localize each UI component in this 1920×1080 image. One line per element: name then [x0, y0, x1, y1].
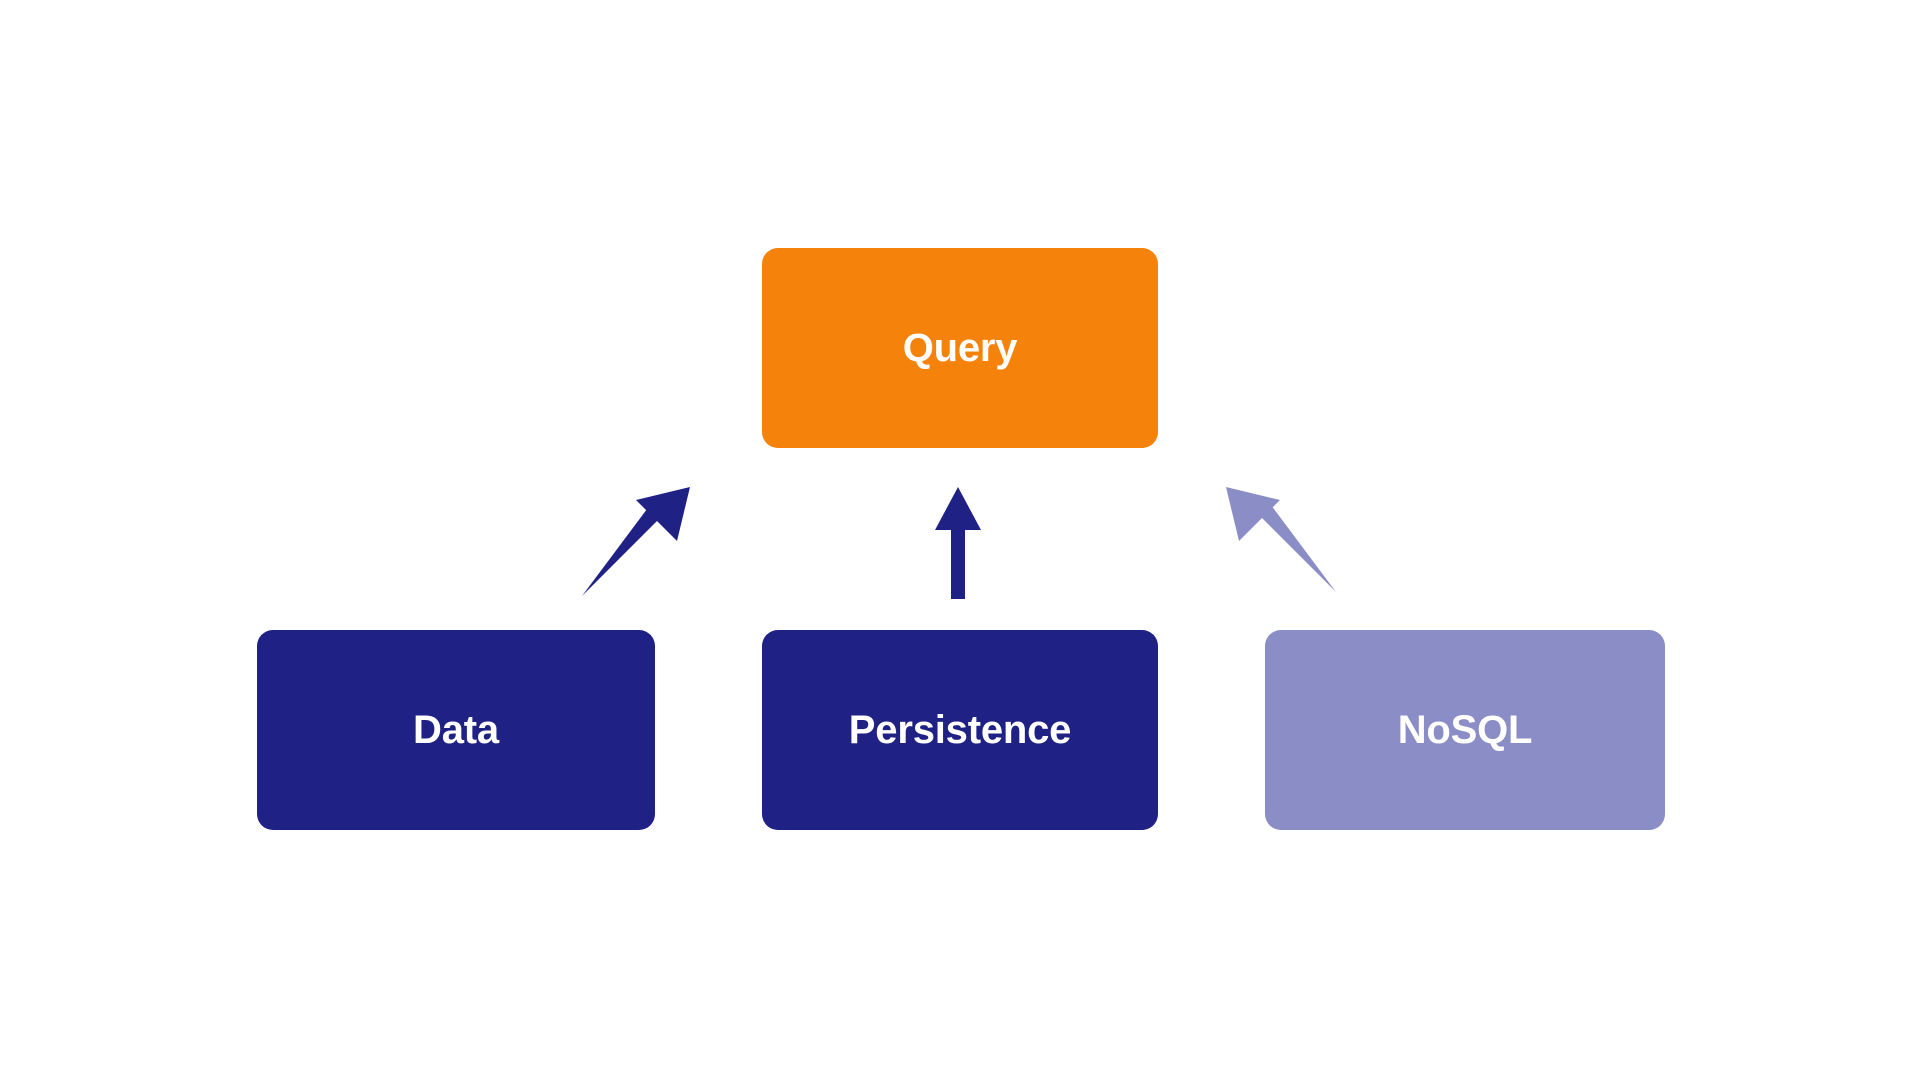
node-nosql[interactable]: NoSQL [1265, 630, 1665, 830]
arrow-data-to-query [582, 487, 690, 596]
arrow-data-to-query-head [636, 487, 690, 541]
arrow-persistence-to-query-head [935, 487, 981, 530]
node-data-label: Data [413, 708, 499, 752]
node-nosql-label: NoSQL [1397, 708, 1533, 752]
arrow-nosql-to-query-head [1226, 487, 1280, 541]
arrow-persistence-to-query-shaft [951, 524, 965, 599]
node-persistence-label: Persistence [848, 708, 1072, 752]
node-query[interactable]: Query [762, 248, 1158, 448]
arrow-nosql-to-query-shaft [1253, 497, 1336, 592]
node-data[interactable]: Data [257, 630, 655, 830]
node-persistence[interactable]: Persistence [762, 630, 1158, 830]
arrow-persistence-to-query [935, 487, 981, 599]
arrow-nosql-to-query [1226, 487, 1336, 592]
arrow-data-to-query-shaft [582, 501, 665, 596]
node-query-label: Query [902, 326, 1018, 370]
